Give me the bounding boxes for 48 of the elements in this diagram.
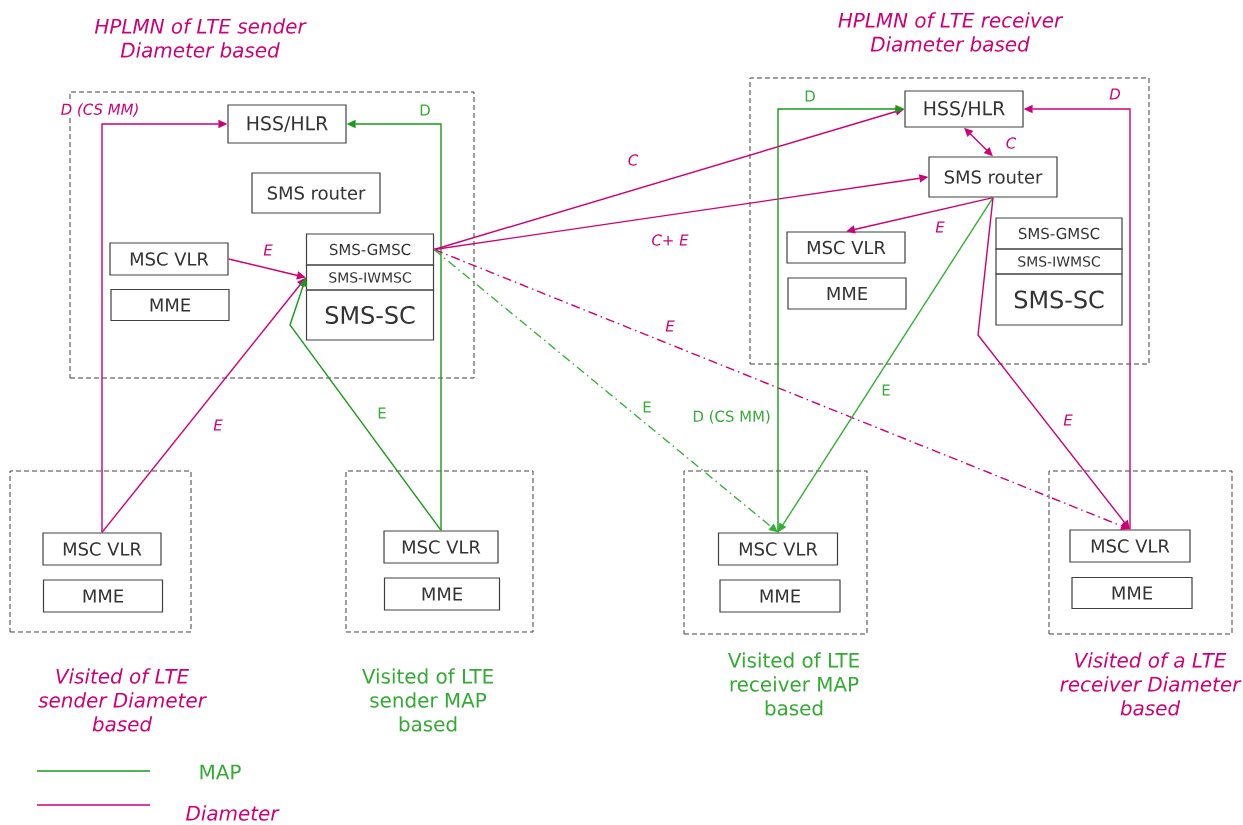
network-element-box: MME [110,288,230,322]
network-element-box: SMS-GMSC [995,217,1123,250]
network-element-box: MSC VLR [109,242,229,276]
network-element-box: MSC VLR [383,530,499,564]
network-element-box: HSS/HLR [904,90,1024,128]
legend-label: MAP [200,764,241,780]
edge-label: C+ E [650,233,690,247]
region-heading: HPLMN of LTE receiver Diameter based [838,12,1064,52]
edge-label: E [641,400,653,414]
region-heading: Visited of LTE sender MAP based [362,668,493,732]
edge-label: E [212,418,224,432]
region-heading: HPLMN of LTE sender Diameter based [94,18,307,58]
network-element-box: MSC VLR [1069,529,1191,563]
network-element-box: SMS-SC [305,289,435,341]
network-element-box: MSC VLR [42,532,162,566]
edge-label: E [262,243,274,257]
edge-label: E [934,220,946,234]
network-element-box: MME [1071,576,1193,610]
network-element-box: SMS router [251,172,381,214]
edge-label: E [376,406,388,420]
network-element-box: SMS-GMSC [305,233,435,266]
edge-label: C [1004,136,1018,150]
edge-label: D [1108,87,1122,101]
network-element-box: MSC VLR [717,532,839,566]
network-element-box: SMS-IWMSC [995,248,1123,275]
region-heading: Visited of LTE sender Diameter based [38,668,207,732]
region-heading: Visited of LTE receiver MAP based [728,652,859,716]
region-heading: Visited of a LTE receiver Diameter based [1060,652,1242,716]
network-element-box: MSC VLR [786,231,906,264]
edge-label: C [626,153,640,167]
network-element-box: SMS router [928,156,1058,198]
edge-label: D [803,89,817,103]
arrow [433,248,1130,530]
network-element-box: MME [383,577,501,611]
network-element-box: SMS-IWMSC [305,264,435,291]
network-element-box: MME [787,277,907,310]
edge-label: D (CS MM) [59,102,141,118]
network-element-box: SMS-SC [995,273,1123,326]
edge-label: D [418,103,432,117]
edge-label: E [664,319,676,333]
network-element-box: MME [42,579,164,613]
legend-label: Diameter [186,805,280,821]
edge-label: E [1062,413,1074,427]
network-element-box: MME [719,579,841,613]
network-element-box: HSS/HLR [227,104,347,144]
arrow [846,196,994,234]
line-label: D (CS MM) [691,409,772,425]
edge-label: E [880,383,892,397]
